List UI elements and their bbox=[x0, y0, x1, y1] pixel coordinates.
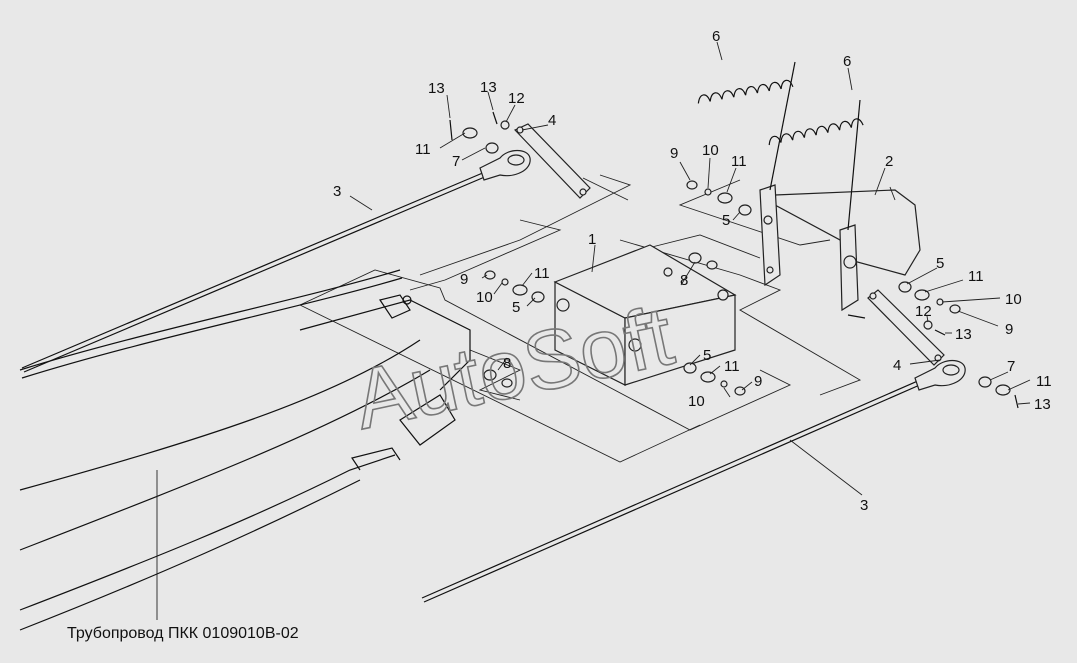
label-3: 3 bbox=[860, 497, 868, 514]
label-9: 9 bbox=[1005, 321, 1013, 338]
label-10: 10 bbox=[702, 142, 719, 159]
label-9: 9 bbox=[670, 145, 678, 162]
label-9: 9 bbox=[460, 271, 468, 288]
label-2: 2 bbox=[885, 153, 893, 170]
label-8: 8 bbox=[680, 272, 688, 289]
label-6: 6 bbox=[843, 53, 851, 70]
rod-3-left bbox=[21, 171, 488, 373]
label-5: 5 bbox=[512, 299, 520, 316]
eyelet-right bbox=[914, 359, 966, 391]
rod-3-right bbox=[421, 379, 923, 603]
label-11: 11 bbox=[968, 268, 984, 285]
label-5: 5 bbox=[936, 255, 944, 272]
label-11: 11 bbox=[534, 265, 550, 282]
label-11: 11 bbox=[724, 358, 740, 375]
label-4: 4 bbox=[548, 112, 556, 129]
label-9: 9 bbox=[754, 373, 762, 390]
part-labels: 13 13 12 4 11 7 3 6 6 2 9 10 11 5 1 9 11… bbox=[333, 28, 1052, 514]
label-10: 10 bbox=[476, 289, 493, 306]
housing-1 bbox=[553, 244, 737, 386]
label-12: 12 bbox=[508, 90, 525, 107]
lever-4-right bbox=[867, 289, 945, 366]
label-11: 11 bbox=[731, 153, 747, 170]
label-4: 4 bbox=[893, 357, 901, 374]
label-3: 3 bbox=[333, 183, 341, 200]
leader-lines bbox=[156, 41, 1031, 620]
label-12: 12 bbox=[915, 303, 932, 320]
label-1: 1 bbox=[588, 231, 596, 248]
pipeline-frame bbox=[19, 269, 471, 631]
label-5: 5 bbox=[722, 212, 730, 229]
label-13: 13 bbox=[480, 79, 497, 96]
label-11: 11 bbox=[1036, 373, 1052, 390]
eyelet-left bbox=[479, 149, 531, 181]
label-10: 10 bbox=[1005, 291, 1022, 308]
spring-6-left bbox=[697, 61, 796, 191]
label-8: 8 bbox=[503, 355, 511, 372]
caption: Трубопровод ПКК 0109010В-02 bbox=[67, 625, 299, 642]
label-10: 10 bbox=[688, 393, 705, 410]
label-7: 7 bbox=[1007, 358, 1015, 375]
label-6: 6 bbox=[712, 28, 720, 45]
label-13: 13 bbox=[1034, 396, 1051, 413]
spring-6-right bbox=[768, 99, 864, 231]
bracket-2 bbox=[759, 184, 921, 319]
label-7: 7 bbox=[452, 153, 460, 170]
cotter-pins bbox=[449, 111, 1019, 409]
assembly-lines bbox=[299, 174, 862, 463]
label-13: 13 bbox=[955, 326, 972, 343]
lever-4-left bbox=[513, 123, 591, 199]
label-11: 11 bbox=[415, 141, 431, 158]
label-5: 5 bbox=[703, 347, 711, 364]
label-13: 13 bbox=[428, 80, 445, 97]
hardware bbox=[462, 120, 1011, 396]
